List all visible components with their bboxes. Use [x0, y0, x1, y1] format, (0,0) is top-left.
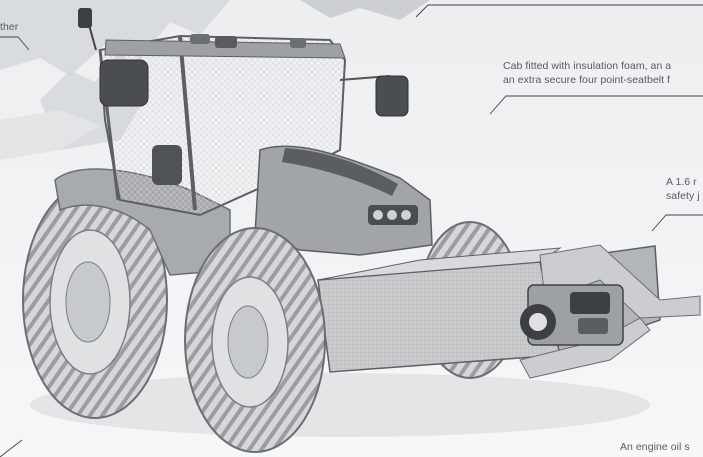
callout-cab: Cab fitted with insulation foam, an a an…: [503, 59, 671, 87]
callout-weather: ther: [0, 20, 18, 34]
callout-safety-line2: safety j: [666, 190, 700, 202]
callout-cab-line2: an extra secure four point-seatbelt f: [503, 74, 671, 86]
callout-safety-line1: A 1.6 r: [666, 176, 697, 188]
callout-safety: A 1.6 r safety j: [666, 175, 700, 203]
callout-oil-text: An engine oil s: [620, 441, 690, 453]
callout-oil: An engine oil s: [620, 440, 690, 454]
callout-weather-text: ther: [0, 21, 19, 33]
tractor-illustration-icon: [22, 8, 701, 453]
callout-cab-line1: Cab fitted with insulation foam, an a: [503, 60, 672, 72]
